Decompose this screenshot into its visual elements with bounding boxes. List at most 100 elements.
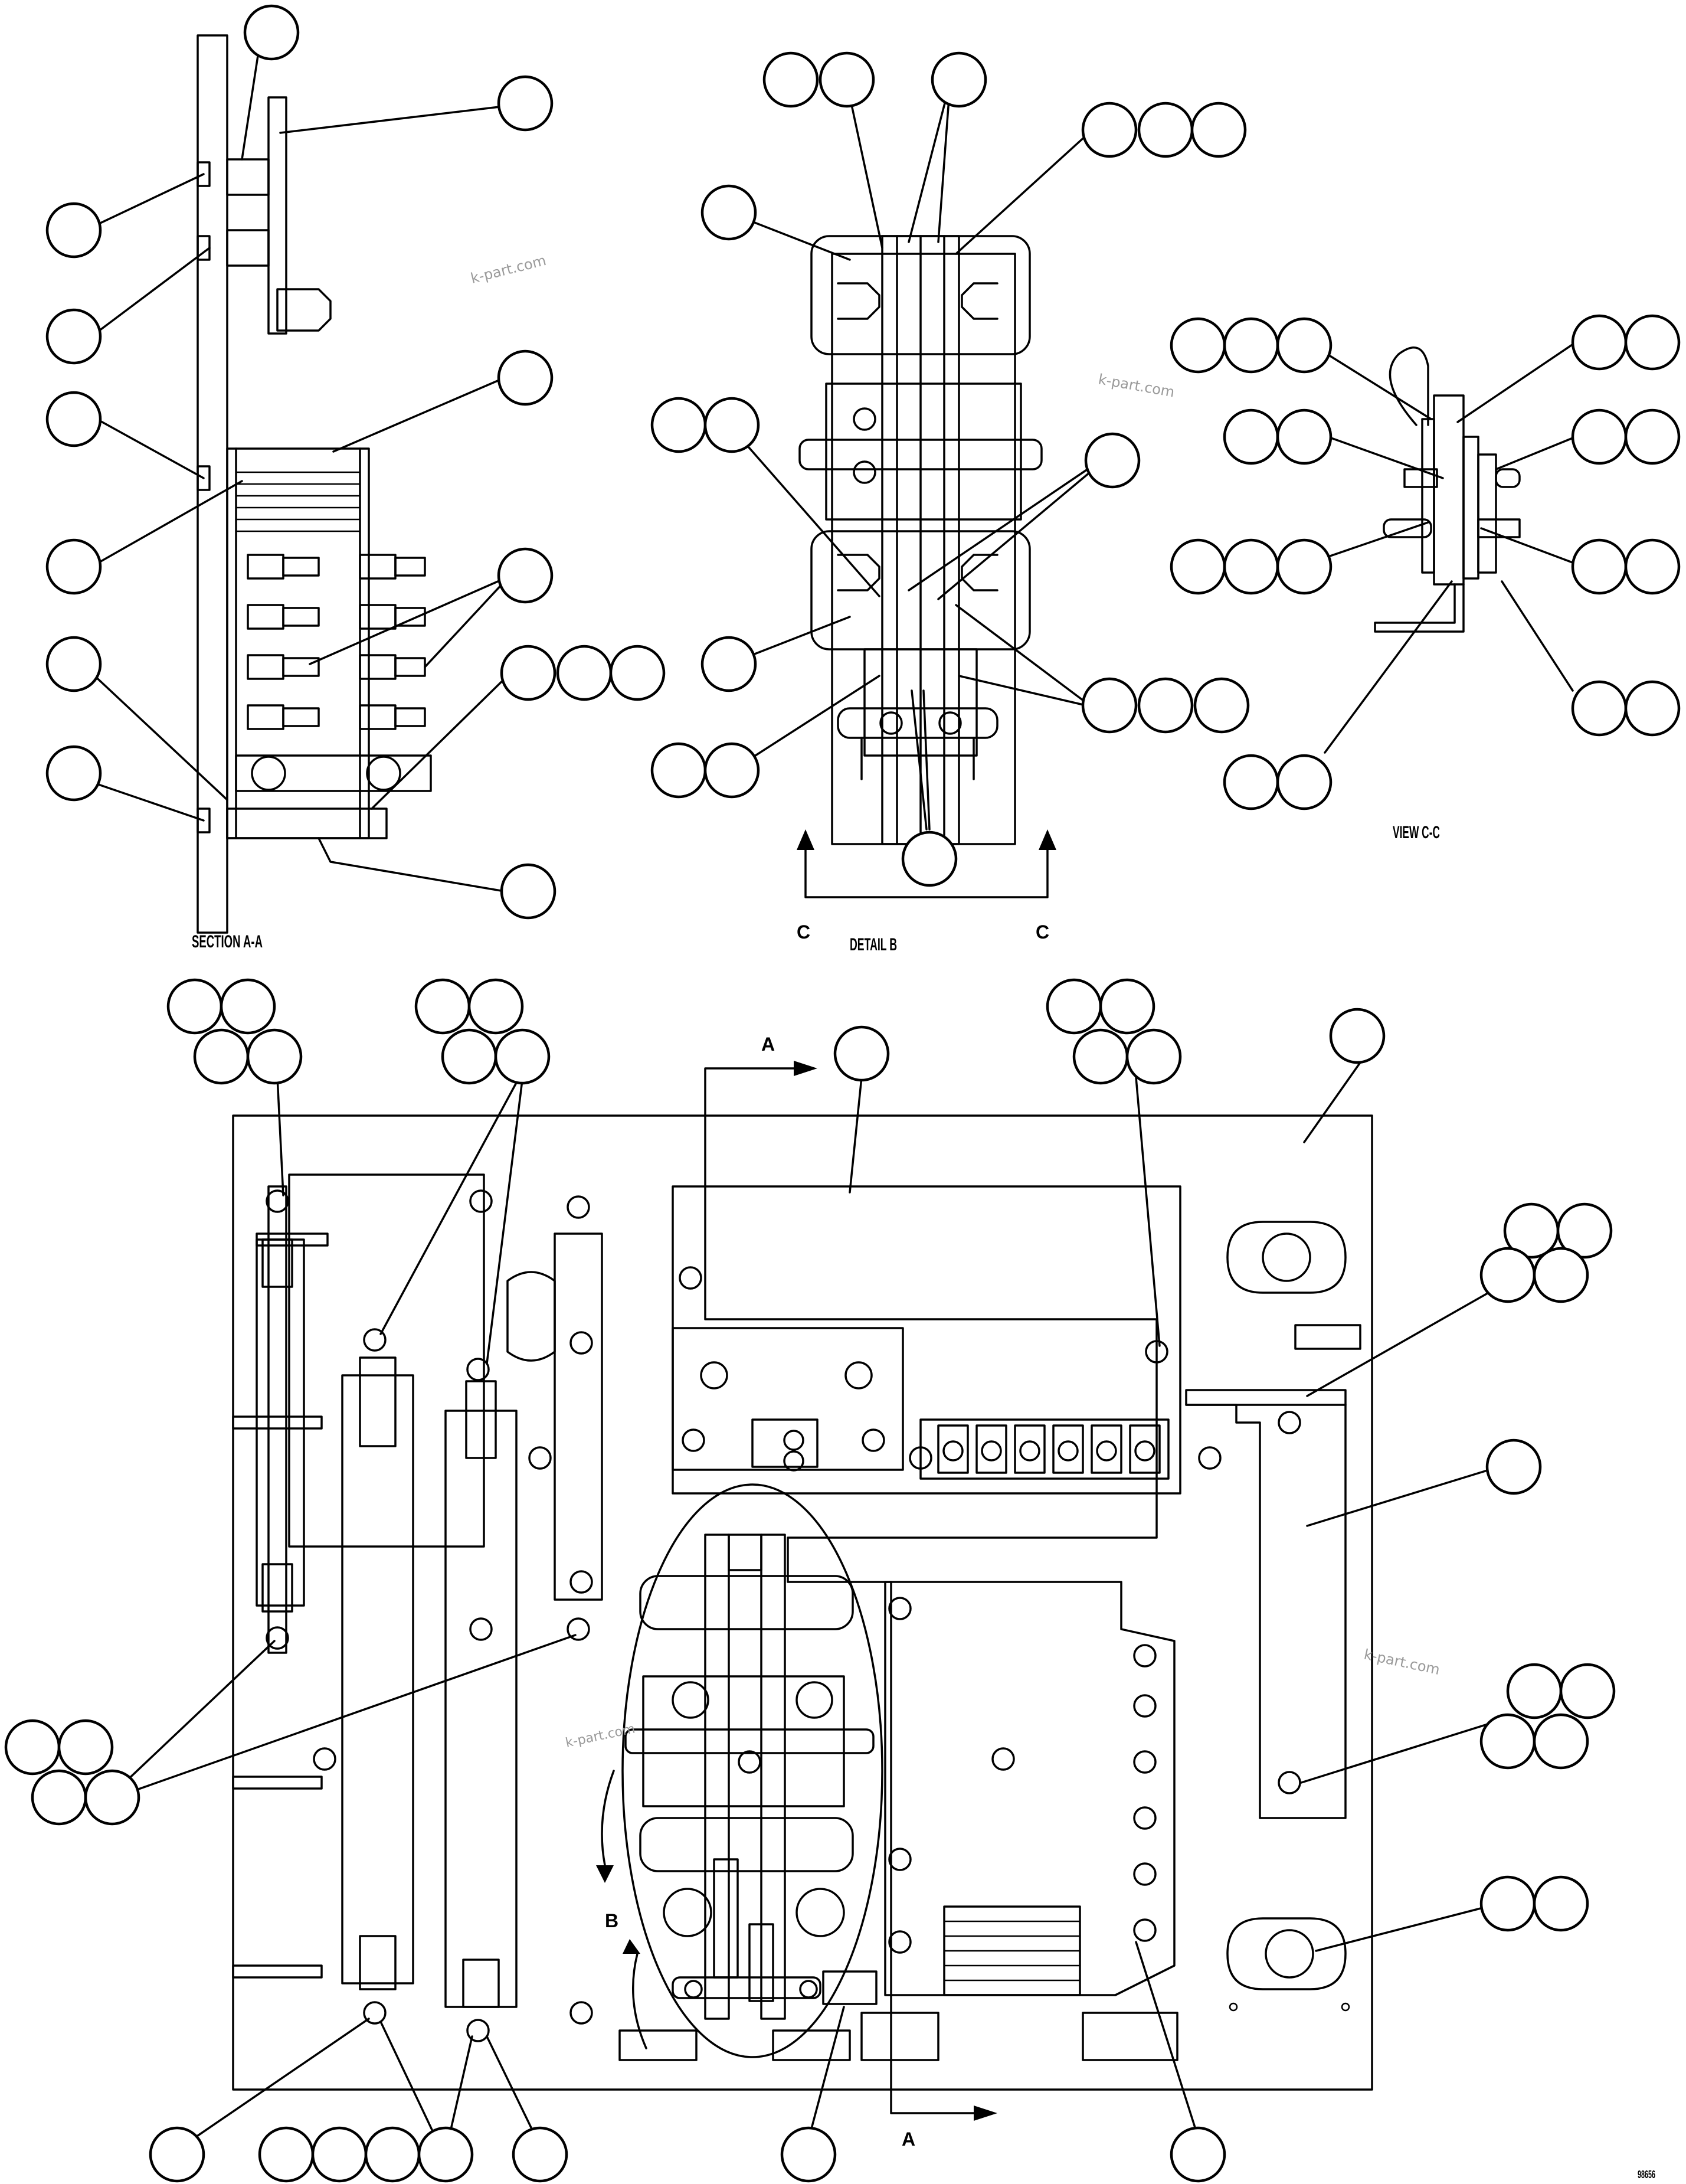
cutting-line-a-a [704,1061,1158,2121]
callout-bubble [1624,408,1681,465]
callout-bubble [700,636,757,692]
callout-bubble [901,831,958,887]
callout-bubble [45,202,102,259]
callout-bubble [931,51,987,108]
callout-bubble [609,645,666,701]
callout-bubble [149,2126,205,2183]
callout-bubble [45,745,102,802]
callout-bubble [1223,754,1279,810]
cut-a-top-label: A [761,1034,775,1055]
callout-bubble [1479,1247,1536,1303]
callout-bubble [1125,1028,1182,1085]
callout-bubble [1223,317,1279,374]
leader-lines [90,43,1577,2141]
detail-b-label: DETAIL B [850,935,897,954]
callout-bubble [1137,102,1194,158]
watermark: k-part.com [1097,371,1176,400]
callout-bubble [1571,314,1628,371]
cut-c-left-label: C [797,921,810,943]
callout-bubble [1223,538,1279,595]
callout-bubble [1624,314,1681,371]
callout-bubble [1533,1875,1589,1932]
callout-bubble [364,2126,421,2183]
callout-bubble [45,636,102,692]
terminal-strip [937,1424,1161,1474]
view-c-c-label: VIEW C-C [1393,823,1440,842]
cutting-line-c-c [797,829,1056,898]
callout-bubble [1571,538,1628,595]
callout-bubble [57,1719,114,1776]
main-panel-view [232,1114,1373,2091]
callout-bubble [833,1025,890,1082]
callout-bubble [258,2126,315,2183]
callout-bubble [1276,538,1333,595]
callout-bubble [246,1028,303,1085]
callout-bubble [45,308,102,365]
callout-bubble [494,1028,551,1085]
callout-bubble [500,645,556,701]
callout-bubble [1081,102,1138,158]
callout-bubble [441,1028,497,1085]
view-labels: SECTION A-A DETAIL B VIEW C-C C C A A B … [192,823,1655,2180]
callout-bubble [1559,1663,1616,1719]
callout-bubble [1533,1713,1589,1770]
watermarks: k-part.com k-part.com k-part.com k-part.… [469,252,1442,1751]
callout-bubble [512,2126,568,2183]
callout-bubble [1193,677,1250,734]
callout-bubble [1485,1438,1542,1495]
callout-bubble [1624,538,1681,595]
callout-bubble [650,397,707,453]
callout-bubble [45,538,102,595]
callout-bubble [703,397,760,453]
callout-bubble [1099,978,1155,1035]
callout-bubble [500,863,556,920]
section-a-a-label: SECTION A-A [192,932,263,952]
drawing-code: 98656 [1638,2169,1655,2180]
cut-a-bottom-label: A [902,2129,915,2150]
callout-bubble [1223,408,1279,465]
fastener-column [247,554,426,730]
callout-bubble [467,978,524,1035]
callout-bubble [497,547,554,604]
callout-bubble [417,2126,474,2183]
callout-bubble [311,2126,368,2183]
callout-bubble [193,1028,250,1085]
callout-bubble [1072,1028,1129,1085]
callout-bubble [45,391,102,447]
callout-bubble [762,51,819,108]
callout-bubble [1479,1713,1536,1770]
view-c-c-view [1374,346,1521,633]
callout-bubble [780,2126,837,2183]
callout-bubble [414,978,471,1035]
callout-bubble [166,978,223,1035]
callout-bubble [497,349,554,406]
callout-bubble [84,1769,140,1826]
callout-bubble [1190,102,1247,158]
callout-bubble [700,184,757,241]
callout-bubble [650,742,707,799]
detail-b-callout-arrow [596,1770,647,2049]
callout-bubble [1571,408,1628,465]
detail-b-marker-label: B [605,1910,618,1931]
callout-bubble [31,1769,87,1826]
callout-bubble [4,1719,61,1776]
callout-bubble [1479,1875,1536,1932]
callout-bubble [1170,538,1226,595]
section-a-a-view [197,34,432,934]
callout-bubble [220,978,276,1035]
resistor-nut-column [1133,1644,1157,1942]
callout-bubble [1571,680,1628,737]
callout-bubble [1081,677,1138,734]
fin-stack [236,471,360,532]
callout-bubble [703,742,760,799]
callout-bubble [1170,2126,1226,2183]
watermark: k-part.com [469,252,548,287]
callout-bubble [497,75,554,132]
watermark: k-part.com [1363,1646,1442,1678]
detail-b-view [798,235,1043,845]
callout-bubble [1506,1663,1563,1719]
callout-bubble [819,51,875,108]
callout-bubble [1624,680,1681,737]
callout-bubble [1084,432,1141,489]
